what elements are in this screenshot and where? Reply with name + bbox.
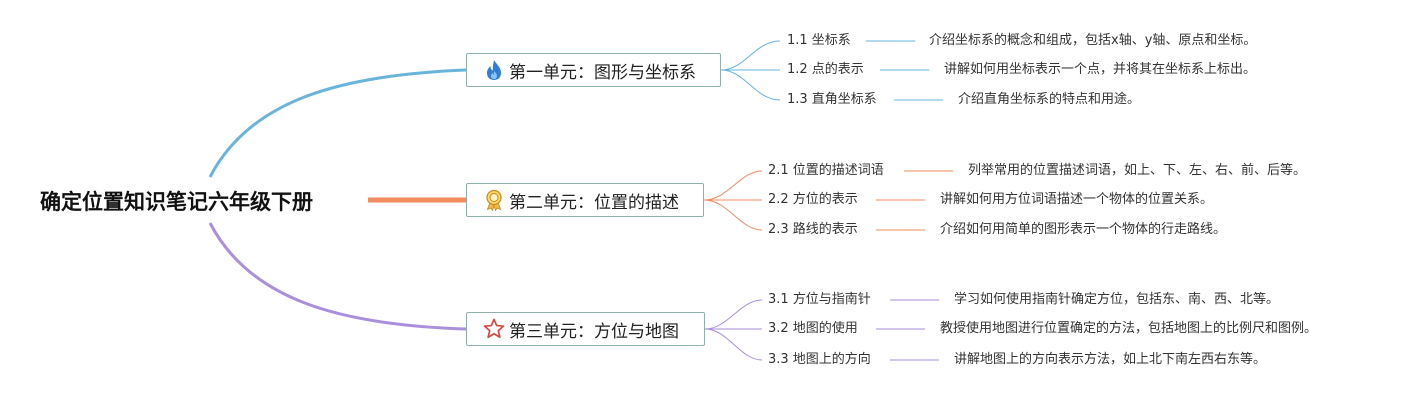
root-link-unit-1 bbox=[208, 68, 467, 178]
topic-3-2-desc[interactable]: 教授使用地图进行位置确定的方法，包括地图上的比例尺和图例。 bbox=[940, 321, 1318, 336]
topic-2-3[interactable]: 2.3 路线的表示 bbox=[768, 222, 858, 237]
unit-2-branches bbox=[703, 170, 953, 231]
unit-1-branches bbox=[720, 40, 943, 101]
topic-1-3[interactable]: 1.3 直角坐标系 bbox=[787, 92, 877, 107]
star-icon bbox=[483, 317, 505, 341]
topic-2-3-desc[interactable]: 介绍如何用简单的图形表示一个物体的行走路线。 bbox=[940, 222, 1227, 237]
topic-1-1-desc[interactable]: 介绍坐标系的概念和组成，包括x轴、y轴、原点和坐标。 bbox=[929, 33, 1257, 48]
topic-1-3-desc[interactable]: 介绍直角坐标系的特点和用途。 bbox=[958, 92, 1141, 107]
unit-2-node[interactable]: 第二单元：位置的描述 bbox=[466, 183, 704, 217]
unit-3-branches bbox=[704, 299, 939, 361]
fire-icon bbox=[483, 58, 505, 82]
root-topic[interactable]: 确定位置知识笔记六年级下册 bbox=[40, 190, 313, 214]
topic-2-2-desc[interactable]: 讲解如何用方位词语描述一个物体的位置关系。 bbox=[940, 192, 1214, 207]
topic-1-2-desc[interactable]: 讲解如何用坐标表示一个点，并将其在坐标系上标出。 bbox=[944, 62, 1257, 77]
topic-2-2[interactable]: 2.2 方位的表示 bbox=[768, 192, 858, 207]
unit-3-node[interactable]: 第三单元：方位与地图 bbox=[466, 312, 705, 346]
topic-2-1-desc[interactable]: 列举常用的位置描述词语，如上、下、左、右、前、后等。 bbox=[968, 163, 1307, 178]
topic-1-2[interactable]: 1.2 点的表示 bbox=[787, 62, 864, 77]
topic-3-3[interactable]: 3.3 地图上的方向 bbox=[768, 352, 871, 367]
topic-3-1-desc[interactable]: 学习如何使用指南针确定方位，包括东、南、西、北等。 bbox=[954, 292, 1280, 307]
unit-1-label: 第一单元：图形与坐标系 bbox=[509, 62, 696, 83]
root-link-unit-3 bbox=[208, 222, 467, 331]
unit-1-node[interactable]: 第一单元：图形与坐标系 bbox=[466, 53, 721, 87]
topic-3-2[interactable]: 3.2 地图的使用 bbox=[768, 321, 858, 336]
topic-3-3-desc[interactable]: 讲解地图上的方向表示方法，如上北下南左西右东等。 bbox=[954, 352, 1267, 367]
unit-3-label: 第三单元：方位与地图 bbox=[509, 321, 679, 342]
unit-2-label: 第二单元：位置的描述 bbox=[509, 192, 679, 213]
topic-2-1[interactable]: 2.1 位置的描述词语 bbox=[768, 163, 884, 178]
medal-icon bbox=[483, 188, 505, 212]
topic-3-1[interactable]: 3.1 方位与指南针 bbox=[768, 292, 871, 307]
topic-1-1[interactable]: 1.1 坐标系 bbox=[787, 33, 851, 48]
